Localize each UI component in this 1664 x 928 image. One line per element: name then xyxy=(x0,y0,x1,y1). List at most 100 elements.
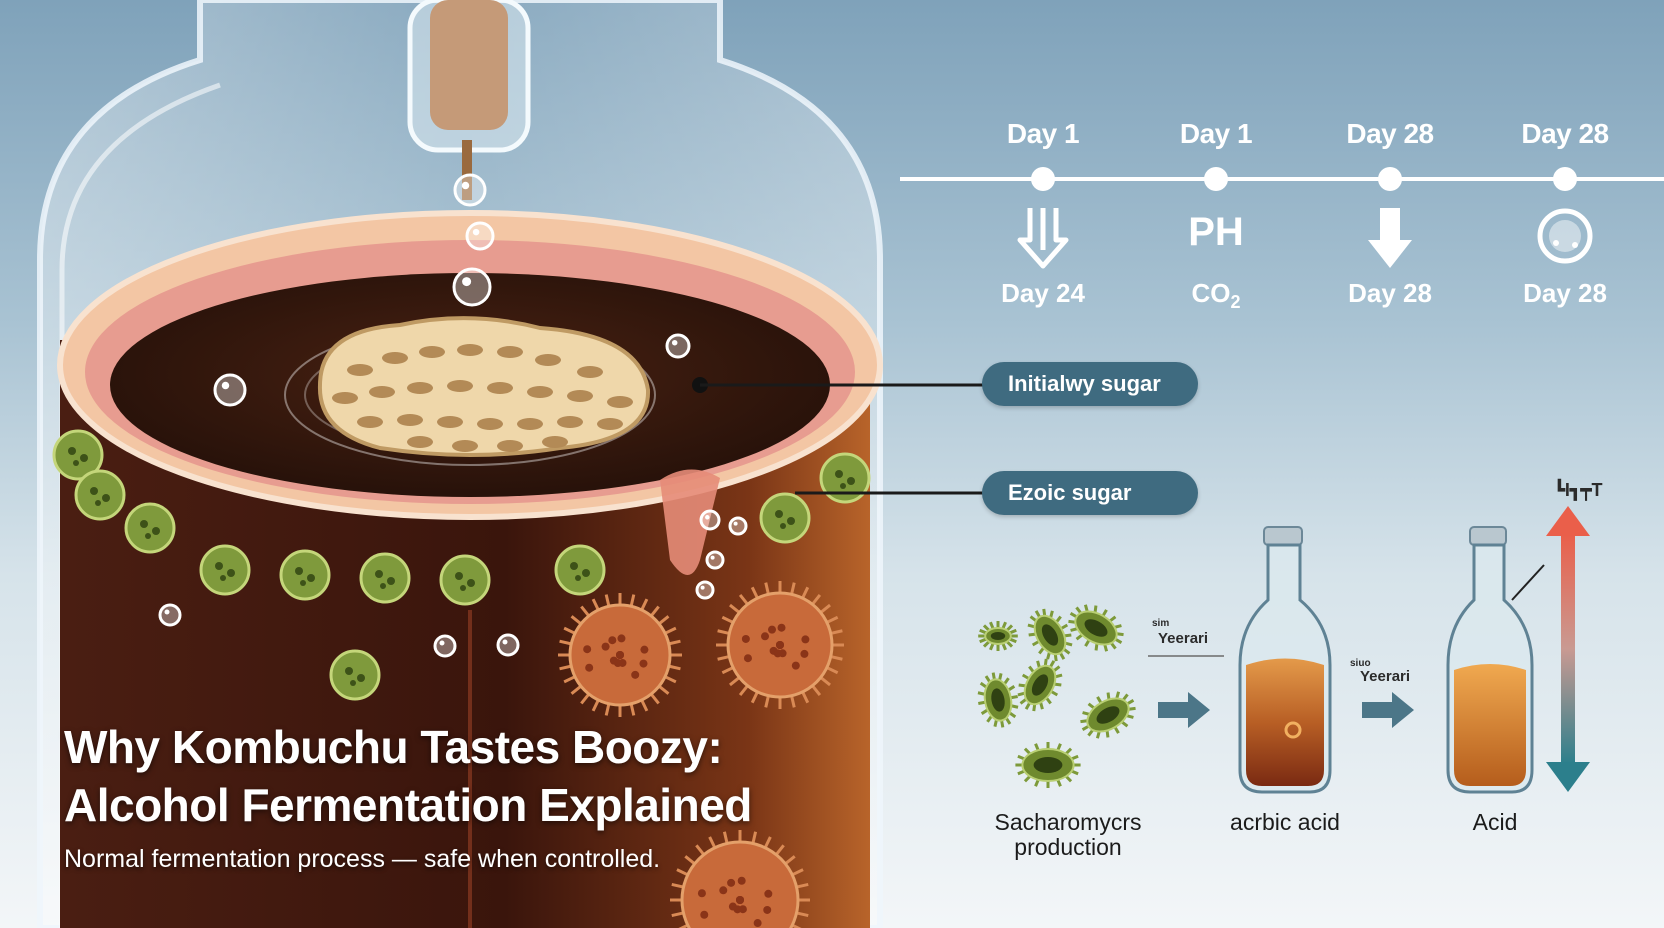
cell-spike xyxy=(993,719,998,727)
cell-spike xyxy=(1045,696,1052,705)
bacteria-spike xyxy=(676,868,689,877)
double-down-arrow-icon xyxy=(1017,208,1069,269)
bacteria-spike xyxy=(722,831,729,844)
cell-spike xyxy=(1095,731,1101,739)
cell-spike xyxy=(1031,640,1040,647)
bubble xyxy=(695,580,715,600)
yeast-cell xyxy=(124,502,176,554)
timeline xyxy=(900,167,1664,269)
bacteria-dot xyxy=(801,635,810,644)
bacteria-dot xyxy=(736,896,744,904)
cell-spike xyxy=(1028,632,1036,637)
bacteria-spike xyxy=(559,664,572,671)
bacteria-spike xyxy=(764,582,770,595)
cell-spike xyxy=(1000,720,1005,728)
bubble-circle-icon xyxy=(1537,208,1593,264)
bacteria-spike xyxy=(580,605,590,617)
cell-spike xyxy=(979,637,987,644)
bacteria-dot xyxy=(791,661,800,670)
yeast-cell xyxy=(279,549,331,601)
cell-spike xyxy=(1010,695,1018,700)
cell-spike xyxy=(979,681,988,689)
bacteria-dot xyxy=(743,654,752,663)
cell-spike xyxy=(1024,702,1031,710)
saccharomyces-cell xyxy=(977,672,1019,728)
cell-spike xyxy=(1039,701,1044,710)
scoby-hole xyxy=(407,382,433,394)
cell-spike xyxy=(1065,775,1073,783)
yeast-cell-dot xyxy=(460,585,466,591)
cell-spike xyxy=(1029,615,1037,623)
cell-spike xyxy=(1064,641,1073,647)
yeast-cell-dot xyxy=(575,575,581,581)
yeast-cell-dot xyxy=(835,470,843,478)
cell-spike xyxy=(979,628,987,635)
bubble xyxy=(665,333,691,359)
yeast-stage-label-line-1: Sacharomycrs xyxy=(994,809,1142,835)
bacteria-dot xyxy=(601,642,610,651)
bacteria-spike xyxy=(790,695,796,708)
cell-spike xyxy=(989,642,995,651)
cell-spike xyxy=(1116,632,1124,637)
cell-spike xyxy=(1034,610,1041,618)
cell-spike xyxy=(978,700,986,705)
cell-spike xyxy=(1034,779,1040,787)
scoby-hole xyxy=(607,396,633,408)
callout-lines xyxy=(692,377,985,495)
bubble xyxy=(158,603,182,627)
callout-exotic-sugar: Ezoic sugar xyxy=(982,471,1198,515)
cell-spike xyxy=(1065,747,1073,755)
bacteria-spike xyxy=(570,685,582,695)
saccharomyces-cell xyxy=(1017,658,1063,712)
cell-spike xyxy=(1009,628,1017,635)
cell-spike xyxy=(977,691,986,696)
yeast-cell-dot xyxy=(152,527,160,535)
arrow-1-small-note: sim xyxy=(1152,618,1170,629)
cell-spike xyxy=(1017,769,1025,776)
bubble xyxy=(433,634,457,658)
cell-spike xyxy=(989,621,995,630)
timeline-node-4 xyxy=(1553,167,1577,191)
bubble xyxy=(453,173,487,207)
cell-nucleus xyxy=(990,632,1006,640)
bacteria-spike xyxy=(629,594,636,607)
bottle-1-label: acrbic acid xyxy=(1230,809,1340,835)
cell-spike xyxy=(1005,640,1014,648)
yeast-cell-dot xyxy=(847,477,855,485)
yeast-cell xyxy=(199,544,251,596)
cell-spike xyxy=(1054,682,1062,687)
yeast-cell-dot xyxy=(90,487,98,495)
bacteria-spike xyxy=(811,594,822,606)
yeast-cell-dot xyxy=(220,575,226,581)
bacteria-dot xyxy=(738,905,747,914)
bacteria-spike xyxy=(826,615,839,624)
scoby-hole xyxy=(497,346,523,358)
scoby-hole xyxy=(527,386,553,398)
cell-spike xyxy=(1003,677,1010,685)
bacteria-spike xyxy=(684,855,696,866)
bacteria-spike xyxy=(671,882,684,889)
cell-nucleus xyxy=(991,688,1005,712)
cell-spike xyxy=(1080,719,1088,724)
cell-spike xyxy=(1082,711,1090,716)
yeast-cell-dot xyxy=(145,533,151,539)
bacteria-spike xyxy=(721,615,734,624)
cell-spike xyxy=(1023,775,1031,783)
bacteria-spike xyxy=(826,666,839,675)
cell-spike xyxy=(1019,697,1027,705)
cell-spike xyxy=(1094,643,1099,651)
scoby-hole xyxy=(542,436,568,448)
scoby-hole xyxy=(567,390,593,402)
cell-spike xyxy=(1053,665,1061,673)
yeast-cell-dot xyxy=(345,667,353,675)
cell-spike xyxy=(1120,720,1129,728)
yeast-cell xyxy=(759,492,811,544)
yeast-cell-dot xyxy=(375,570,383,578)
scoby-hole xyxy=(457,344,483,356)
scoby-hole xyxy=(382,352,408,364)
cell-spike xyxy=(1005,624,1014,632)
bacteria-spike xyxy=(640,598,649,611)
cell-spike xyxy=(1064,633,1072,638)
yeast-cell-dot xyxy=(582,569,590,577)
cell-nucleus xyxy=(1031,674,1049,696)
